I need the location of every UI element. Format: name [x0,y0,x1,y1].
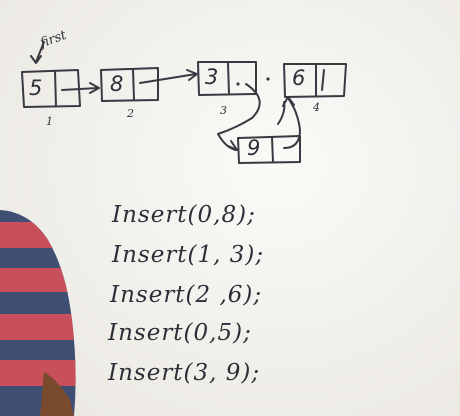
operation-3: Insert(2 ,6); [110,282,263,308]
node-3-index: 3 [220,104,227,117]
link-9-to-4 [283,97,301,149]
node-4-value: 6 [292,66,306,90]
link-3-to-9 [217,83,261,151]
node-1-index: 1 [46,115,53,128]
operation-5: Insert(3, 9); [108,360,261,386]
operation-4: Insert(0,5); [108,320,252,346]
node-2-value: 8 [110,72,124,96]
node-1-value: 5 [29,76,43,100]
node-2-index: 2 [127,107,134,120]
node-4-box [283,63,347,98]
head-pointer-arrow [35,41,45,63]
node-1-box [21,69,100,108]
node-3-value: 3 [205,65,219,89]
operation-1: Insert(0,8); [112,202,256,228]
inserted-node-box [237,135,301,164]
inserted-node-value: 9 [247,136,261,160]
node-4-index: 4 [313,101,320,114]
node-2-box [100,67,198,102]
operation-2: Insert(1, 3); [112,242,265,268]
